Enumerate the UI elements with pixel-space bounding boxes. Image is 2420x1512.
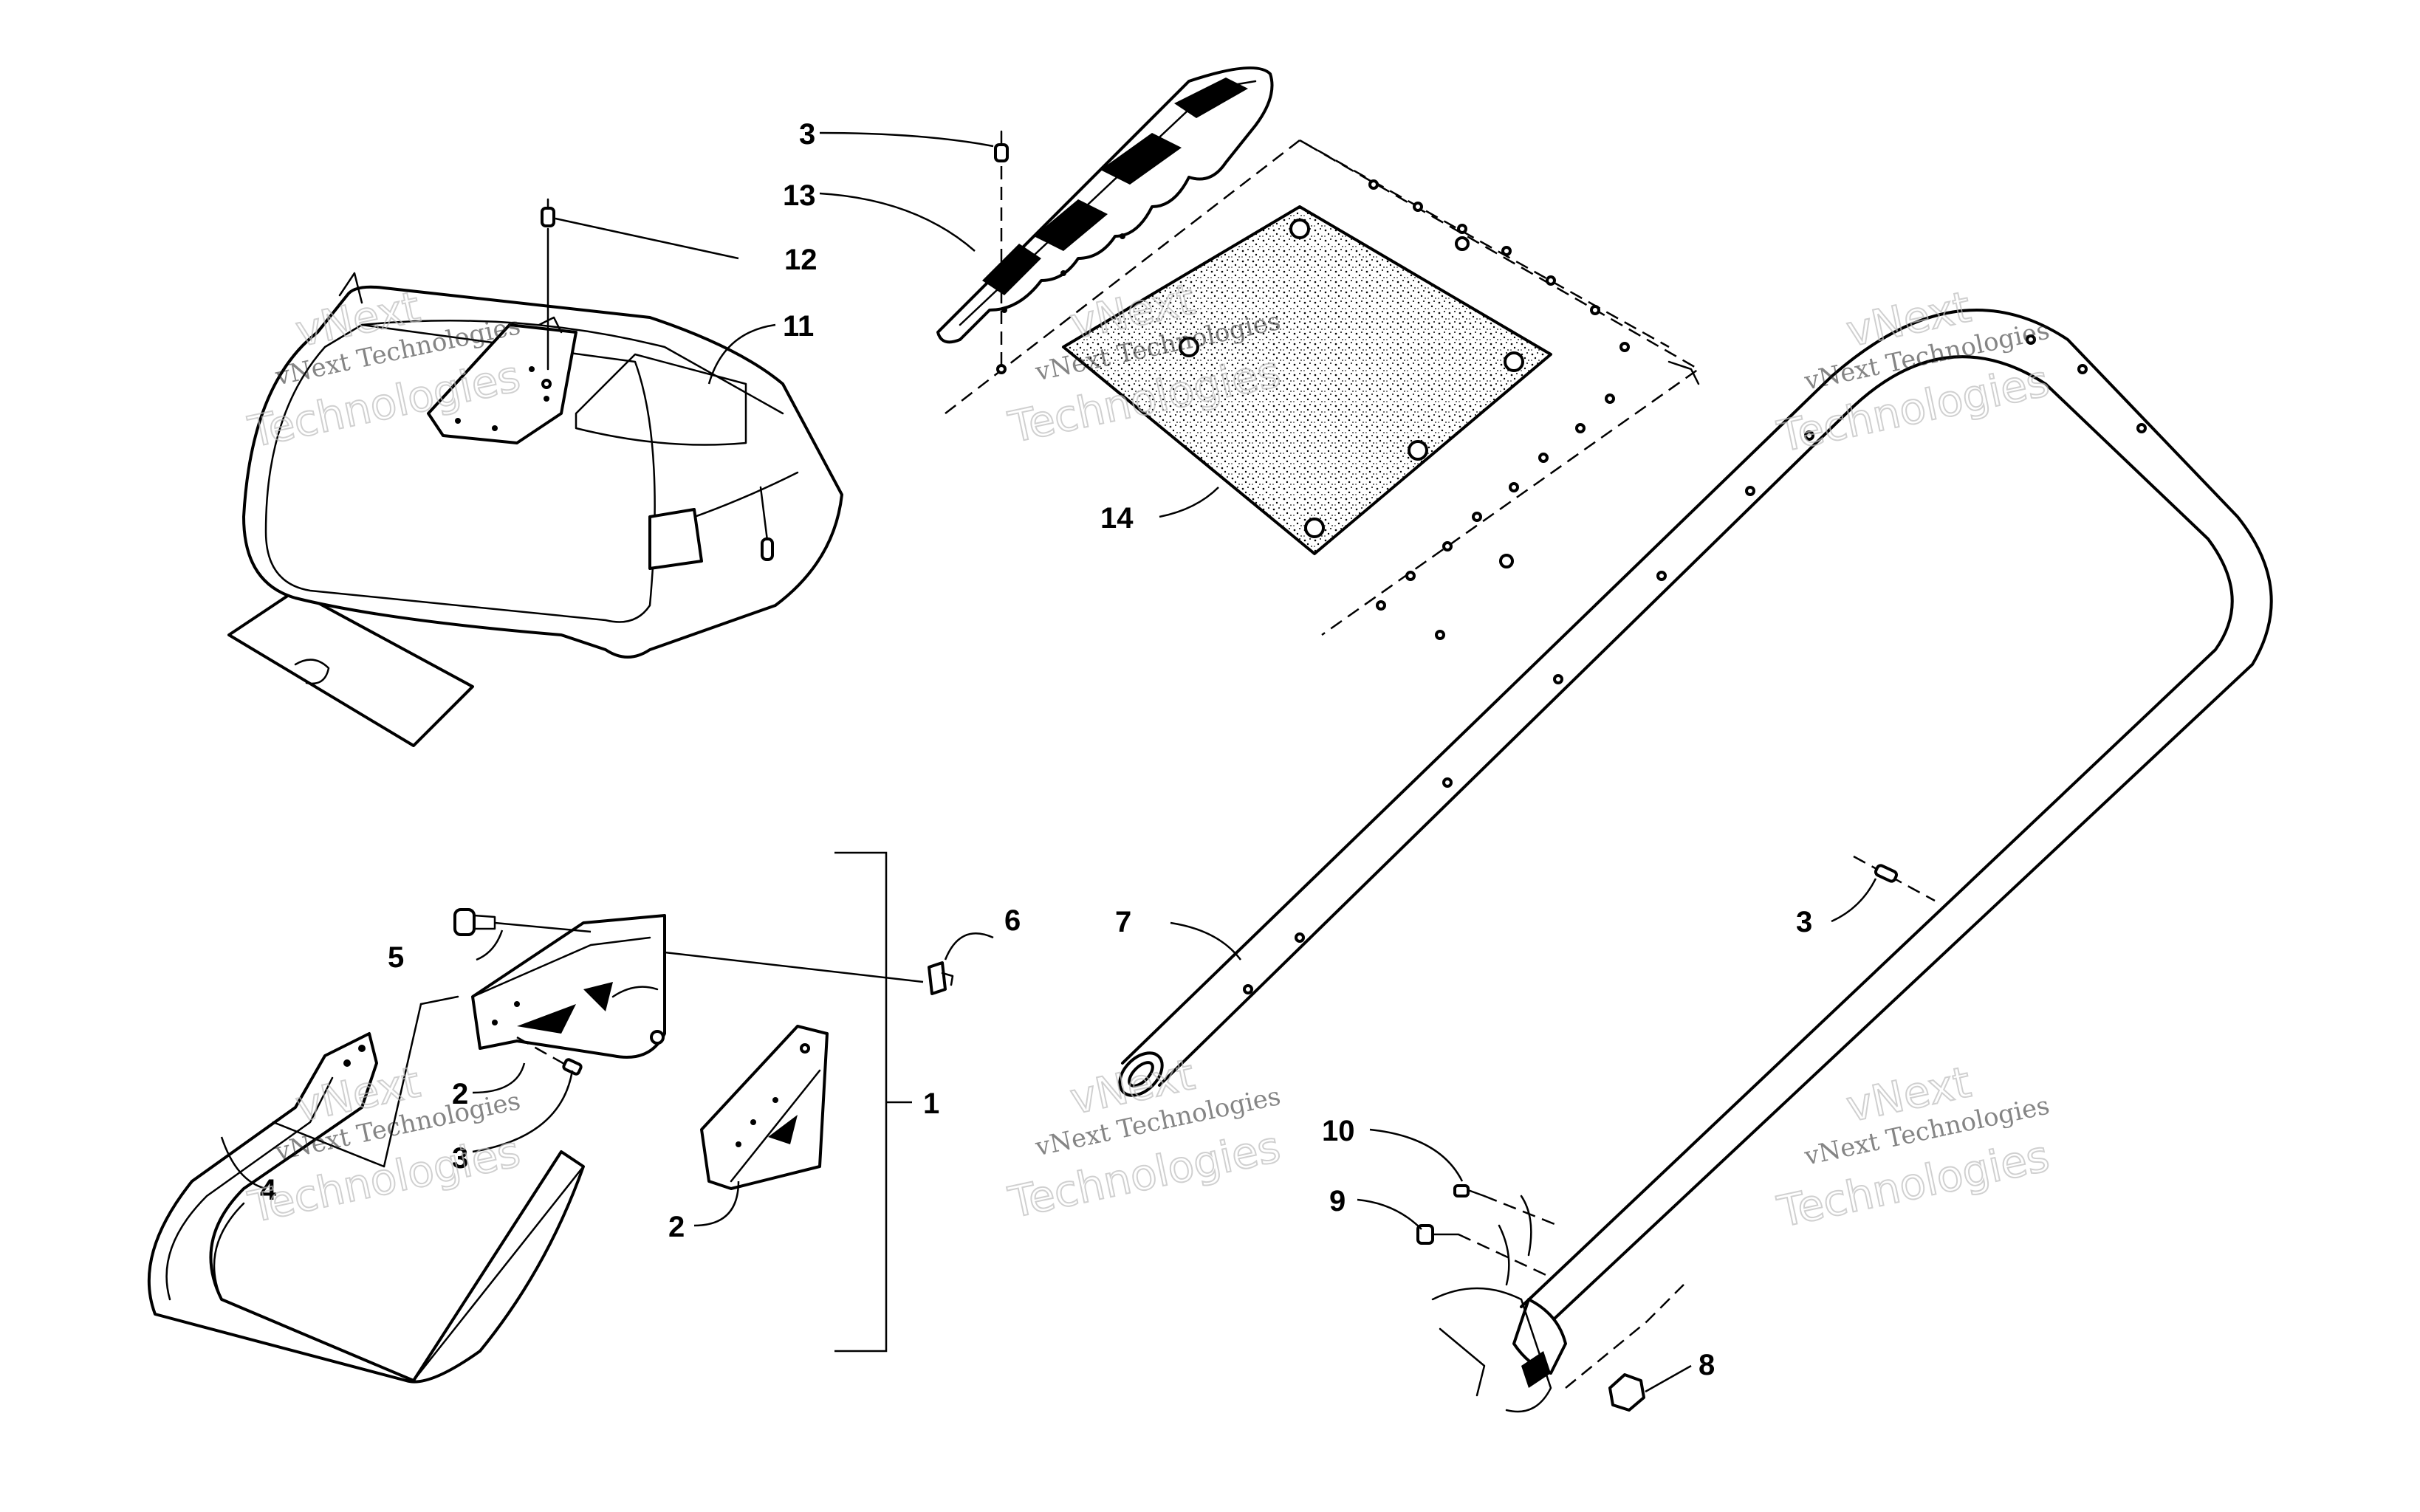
mounting-holes — [1368, 179, 1630, 640]
callout-3-top: 3 — [799, 118, 815, 151]
clip-fastener — [664, 951, 954, 995]
callout-9: 9 — [1329, 1185, 1346, 1217]
callout-12: 12 — [784, 244, 817, 276]
callout-8: 8 — [1699, 1349, 1715, 1381]
traction-pad — [1062, 205, 1552, 555]
rear-bumper — [147, 995, 585, 1384]
callout-3-right: 3 — [1796, 906, 1812, 938]
callout-2-right: 2 — [668, 1211, 685, 1243]
bracket-left — [700, 1025, 829, 1190]
lower-mount — [1416, 1184, 1692, 1413]
watermarks: vNext vNext Technologies Technologies vN… — [243, 273, 2054, 1238]
group-bracket — [834, 851, 888, 1353]
rivet-fastener-right — [1853, 855, 1936, 902]
callout-4: 4 — [260, 1174, 277, 1206]
rack-rail — [936, 66, 1274, 344]
cargo-deck — [945, 139, 1701, 640]
callout-13: 13 — [783, 179, 816, 212]
bracket-right — [471, 914, 666, 1059]
watermark-bottomcenter: vNext vNext Technologies Technologies — [1004, 1048, 1286, 1228]
rivet-fastener-bumper — [516, 1036, 583, 1076]
callout-10: 10 — [1322, 1115, 1355, 1147]
bolt-fastener — [453, 908, 592, 936]
callout-2-left: 2 — [452, 1078, 468, 1110]
callout-5: 5 — [388, 941, 404, 974]
callout-3-bumper: 3 — [452, 1142, 468, 1175]
rivet-fastener — [541, 198, 739, 371]
grab-bar-loop — [1118, 309, 2273, 1375]
leader-lines — [220, 131, 1877, 1230]
watermark-bottomright: vNext vNext Technologies Technologies — [1772, 1056, 2054, 1237]
callout-11: 11 — [783, 310, 814, 343]
callout-7: 7 — [1115, 906, 1131, 938]
watermark-topright: vNext vNext Technologies Technologies — [1772, 281, 2054, 462]
callout-14: 14 — [1100, 502, 1134, 535]
callout-1: 1 — [923, 1087, 939, 1120]
callout-6: 6 — [1004, 904, 1021, 937]
callout-labels: 1 2 2 3 3 3 4 5 6 7 8 9 10 11 12 13 14 — [260, 118, 1812, 1381]
watermark-topcenter: vNext vNext Technologies Technologies — [1004, 273, 1286, 453]
storage-bag — [227, 272, 843, 747]
rivet-fastener-top — [994, 130, 1009, 374]
